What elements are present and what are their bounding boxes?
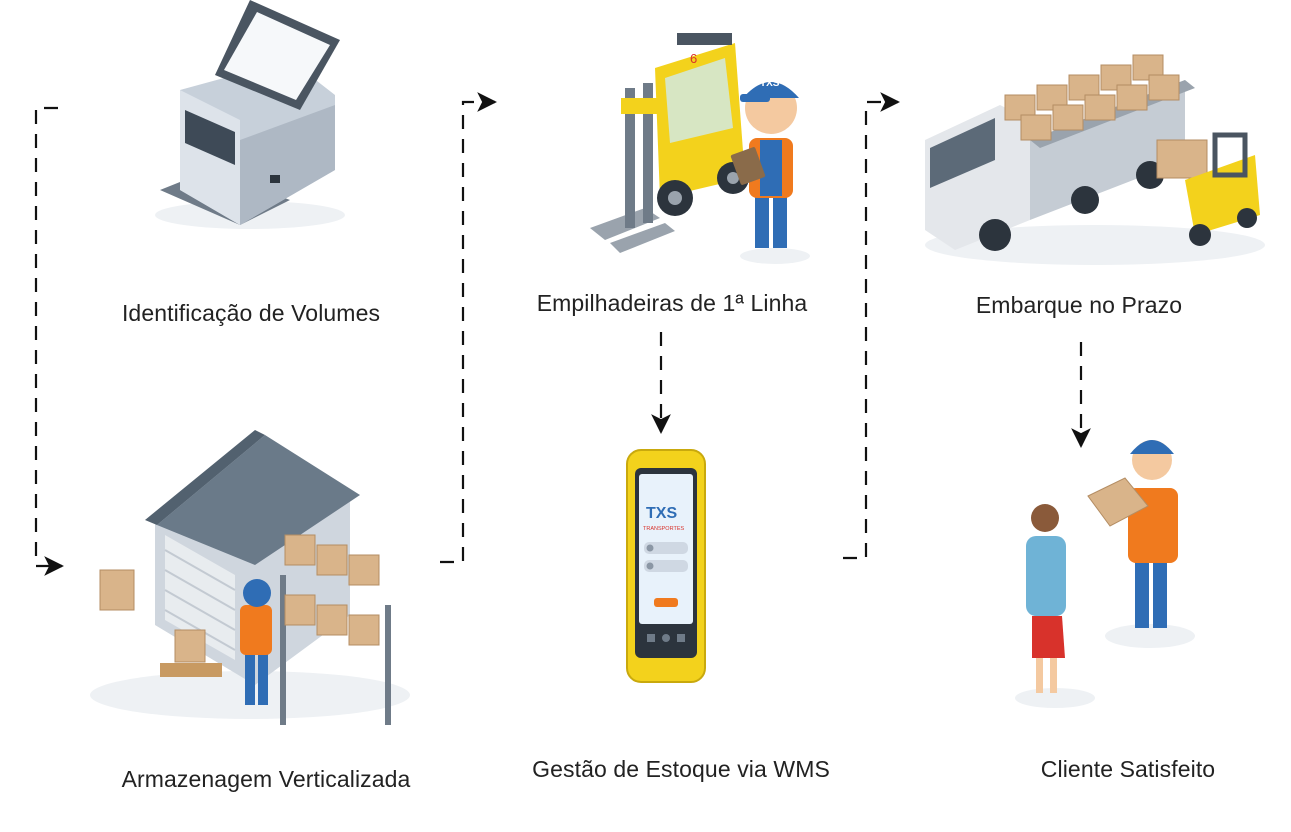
forklift-worker-icon: 6 TXS [590, 33, 810, 264]
connector-printer-to-warehouse [34, 106, 64, 576]
forklift-number: 6 [690, 51, 697, 66]
phone-logo: TXS [646, 505, 677, 522]
warehouse-icon [90, 430, 410, 725]
connector-phone-to-truck [843, 92, 900, 560]
step-label-identificacao: Identificação de Volumes [121, 300, 381, 326]
step-label-embarque: Embarque no Prazo [975, 292, 1183, 318]
phone-logo-sub: TRANSPORTES [643, 526, 684, 532]
customer-delivery-icon [1015, 440, 1195, 708]
step-label-empilhadeiras: Empilhadeiras de 1ª Linha [536, 290, 808, 316]
step-label-cliente: Cliente Satisfeito [1040, 756, 1216, 782]
printer-icon [155, 0, 345, 229]
smartphone-wms-icon: TXS TRANSPORTES [626, 449, 706, 683]
cap-logo: TXS [760, 78, 780, 89]
step-label-armazenagem: Armazenagem Verticalizada [121, 766, 411, 792]
connector-warehouse-to-forklift [440, 92, 497, 564]
step-label-gestao-estoque: Gestão de Estoque via WMS [532, 756, 830, 782]
truck-loading-icon [925, 54, 1265, 265]
